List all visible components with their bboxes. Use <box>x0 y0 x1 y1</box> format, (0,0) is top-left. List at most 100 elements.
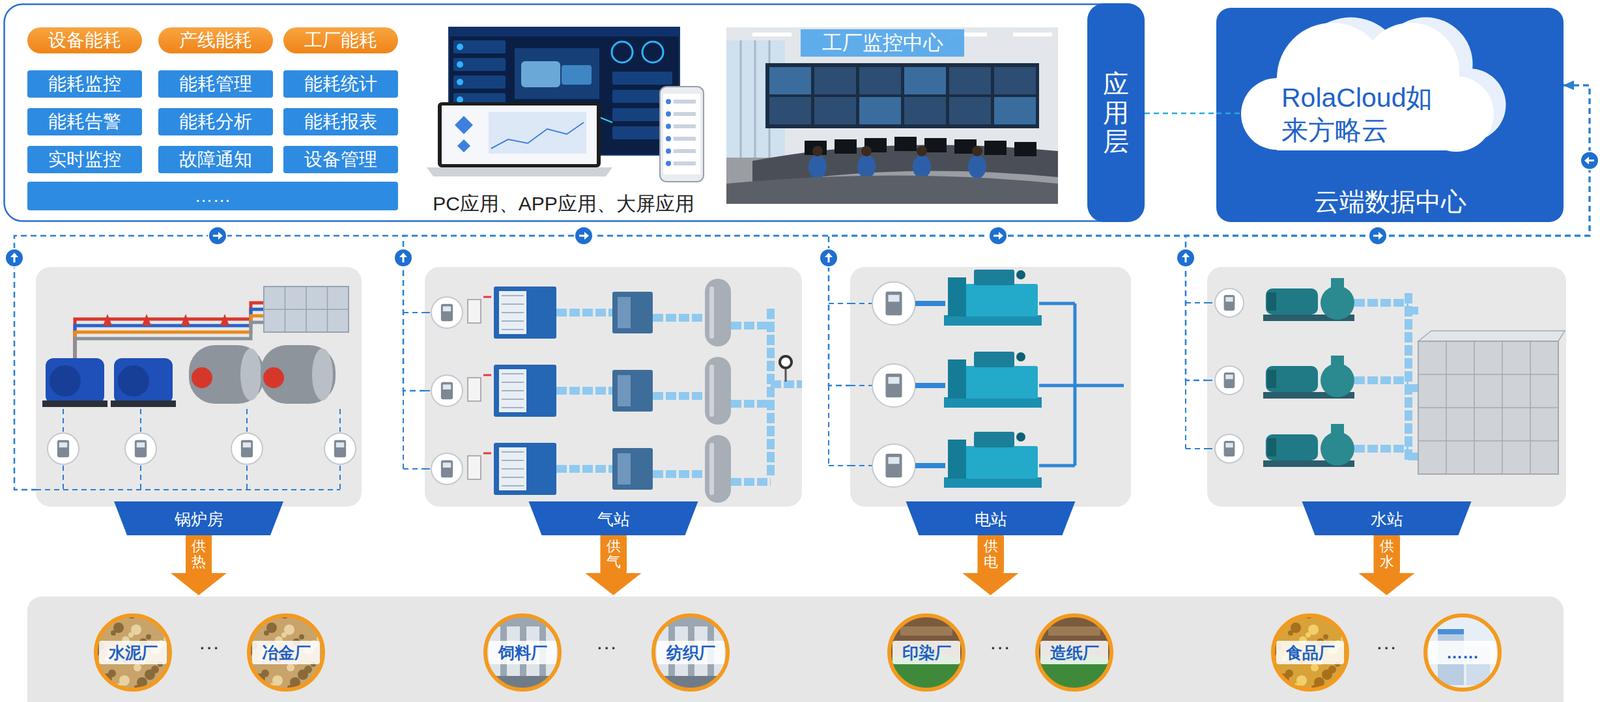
pipe-valve <box>142 314 152 326</box>
text-holder: 食品厂 <box>1276 641 1344 665</box>
screen-gauge <box>642 41 664 63</box>
meter-device <box>231 433 263 465</box>
phone-list-line <box>673 161 696 166</box>
signal-wire <box>246 465 248 490</box>
pipe <box>730 400 771 408</box>
flow-icon <box>1176 248 1195 268</box>
text-holder: 设备管理 <box>283 145 399 174</box>
operator-head <box>861 145 872 157</box>
pump-volute <box>1320 363 1355 398</box>
phone-list-line <box>673 136 696 141</box>
meter-body <box>1224 441 1236 457</box>
text-holder: 工厂监控中心 <box>800 29 965 57</box>
station-equipment <box>35 286 356 490</box>
badge-grain <box>1323 634 1329 640</box>
pump-motor <box>49 365 81 397</box>
signal-wire <box>402 390 404 470</box>
signal-wire <box>246 409 248 432</box>
badge-image <box>1423 613 1502 692</box>
meter-screen <box>136 442 145 448</box>
laptop-screen <box>437 102 601 168</box>
cloud-title: RolaCloud如来方略云 <box>1281 81 1453 147</box>
power-cable <box>1039 384 1075 388</box>
signal-wire <box>403 312 425 314</box>
station-title: 锅炉房 <box>174 508 224 531</box>
data-link <box>1144 112 1217 115</box>
meter-cable <box>483 296 492 299</box>
signal-wire <box>403 468 425 470</box>
badge-image <box>1267 611 1350 693</box>
box-node: 实时监控 <box>27 145 143 174</box>
grille-slat <box>501 468 524 470</box>
badge-grain <box>1321 669 1333 681</box>
ellipsis-mark: ··· <box>198 635 220 660</box>
signal-wire <box>850 385 873 387</box>
badge-grain <box>243 667 252 676</box>
station-ground <box>424 267 802 507</box>
screen-tile <box>453 75 506 89</box>
badge-grain <box>281 632 287 638</box>
badge-grain <box>93 628 99 634</box>
pipe <box>1354 444 1409 453</box>
pump-outlet <box>1330 424 1344 434</box>
meter-device <box>1214 366 1244 395</box>
supply-arrow <box>600 535 627 574</box>
tank-seam <box>1418 407 1559 409</box>
pipe <box>652 470 705 479</box>
pump-outlet <box>1330 355 1344 365</box>
text-holder: …… <box>27 181 399 211</box>
grille-slat <box>501 459 524 462</box>
power-cable <box>915 463 946 469</box>
badge-image <box>887 613 966 692</box>
signal-wire <box>1185 302 1208 304</box>
meter-body <box>885 291 902 316</box>
operator <box>857 155 876 179</box>
grille-slat <box>501 303 524 305</box>
badge-grain <box>90 667 99 676</box>
badge-grain <box>246 628 252 634</box>
video-panel <box>904 97 946 125</box>
meter-device <box>47 433 79 465</box>
text-holder: 水站 <box>1315 504 1459 535</box>
pipe <box>1354 376 1409 385</box>
signal-wire <box>339 409 341 432</box>
tank-seam <box>263 308 349 311</box>
station-node: 锅炉房 <box>35 267 362 536</box>
ellipsis-mark: ··· <box>989 635 1011 660</box>
grille-slat <box>501 373 524 375</box>
badge-grain <box>1268 611 1274 617</box>
signal-wire <box>1185 380 1187 449</box>
badge-grain <box>286 663 295 672</box>
text-holder: 印染厂 <box>892 641 961 665</box>
meter-screen <box>442 306 451 312</box>
badge-image <box>1035 613 1114 692</box>
pump-base <box>110 400 176 408</box>
circle-node: 造纸厂 <box>1035 613 1114 692</box>
air-tank <box>704 435 731 503</box>
badge-image <box>651 613 730 692</box>
genset-radiator <box>947 439 967 479</box>
pill-node: 产线能耗 <box>158 27 273 54</box>
meter-device <box>431 297 463 329</box>
text-holder: 电站 <box>919 504 1063 535</box>
function-label: 能耗告警 <box>48 109 122 135</box>
signal-wire <box>828 302 851 305</box>
compressor-grille <box>499 447 527 491</box>
pipe <box>556 308 613 317</box>
meter-body <box>334 440 346 458</box>
category-label: 产线能耗 <box>179 28 253 53</box>
operator <box>808 155 827 179</box>
badge-grain <box>1310 663 1319 672</box>
text-holder: 纺织厂 <box>656 641 725 665</box>
text-holder: 能耗管理 <box>158 70 273 98</box>
badge-image <box>89 611 173 693</box>
label-patch: 供电 <box>977 536 1004 572</box>
label-patch: 供热 <box>185 536 212 572</box>
flow-icon <box>819 248 838 268</box>
tank-seam <box>1418 440 1559 442</box>
screen-tile <box>453 57 506 72</box>
boiler-burner <box>263 367 285 389</box>
pipe <box>730 321 771 330</box>
function-label: 能耗监控 <box>48 71 122 97</box>
function-label: …… <box>194 185 232 207</box>
